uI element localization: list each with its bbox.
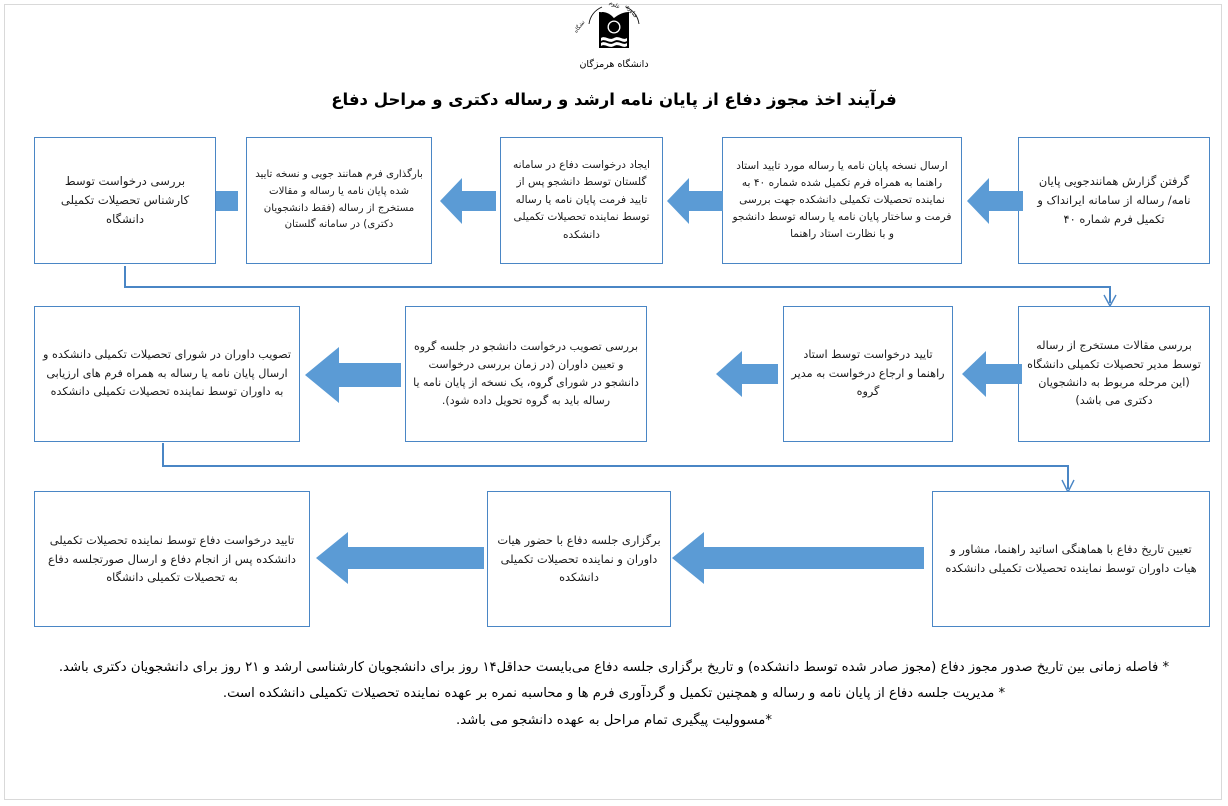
flow-node-step-9[interactable]: تصویب داوران در شورای تحصیلات تکمیلی دان… <box>34 306 300 442</box>
flow-node-text: بررسی مقالات مستخرج از رساله توسط مدیر ت… <box>1027 339 1201 408</box>
flow-node-step-3[interactable]: ایجاد درخواست دفاع در سامانه گلستان توسط… <box>500 137 663 264</box>
footnote-3: *مسوولیت پیگیری تمام مراحل به عهده دانشج… <box>456 712 772 728</box>
flow-node-step-4[interactable]: بارگذاری فرم همانند جویی و نسخه تایید شد… <box>246 137 432 264</box>
footnote-2: * مدیریت جلسه دفاع از پایان نامه و رساله… <box>222 686 1006 702</box>
flow-node-text: ارسال نسخه پایان نامه یا رساله مورد تایی… <box>732 159 952 241</box>
flow-node-text: بررسی درخواست توسط کارشناس تحصیلات تکمیل… <box>60 173 190 227</box>
footnote-1: * فاصله زمانی بین تاریخ صدور مجوز دفاع (… <box>58 660 1170 675</box>
svg-text:نشگاه: نشگاه <box>575 19 587 35</box>
flow-node-text: تصویب داوران در شورای تحصیلات تکمیلی دان… <box>43 348 291 399</box>
flow-node-step-2[interactable]: ارسال نسخه پایان نامه یا رساله مورد تایی… <box>722 137 962 264</box>
arrow-left-icon-5 <box>962 351 1022 397</box>
arrow-left-icon-9 <box>316 532 484 584</box>
flow-node-text: تعیین تاریخ دفاع با هماهنگی اساتید راهنم… <box>945 542 1197 575</box>
flow-node-step-6[interactable]: بررسی مقالات مستخرج از رساله توسط مدیر ت… <box>1018 306 1210 442</box>
page-title: فرآیند اخذ مجوز دفاع از پایان نامه ارشد … <box>331 90 897 109</box>
arrow-left-icon-7 <box>305 347 401 403</box>
arrow-left-icon-2 <box>667 178 723 224</box>
flow-node-text: برگزاری جلسه دفاع با حضور هیات داوران و … <box>497 532 661 585</box>
arrow-left-icon-3 <box>440 178 496 224</box>
flow-node-text: گرفتن گزارش همانندجویی پایان نامه/ رساله… <box>1037 174 1191 226</box>
logo-caption: دانشگاه هرمزگان <box>579 59 649 70</box>
flow-node-text: تایید درخواست دفاع توسط نماینده تحصیلات … <box>48 532 296 585</box>
flow-node-text: بارگذاری فرم همانند جویی و نسخه تایید شد… <box>255 168 423 231</box>
flow-node-step-10[interactable]: تعیین تاریخ دفاع با هماهنگی اساتید راهنم… <box>932 491 1210 627</box>
arrow-left-icon-1 <box>967 178 1023 224</box>
flow-node-step-1[interactable]: گرفتن گزارش همانندجویی پایان نامه/ رساله… <box>1018 137 1210 264</box>
flow-node-step-12[interactable]: تایید درخواست دفاع توسط نماینده تحصیلات … <box>34 491 310 627</box>
flow-node-text: ایجاد درخواست دفاع در سامانه گلستان توسط… <box>512 158 651 241</box>
footnotes: * فاصله زمانی بین تاریخ صدور مجوز دفاع (… <box>14 655 1214 734</box>
arrow-left-icon-8 <box>672 532 924 584</box>
flow-node-step-11[interactable]: برگزاری جلسه دفاع با حضور هیات داوران و … <box>487 491 671 627</box>
flow-node-step-7[interactable]: تایید درخواست توسط استاد راهنما و ارجاع … <box>783 306 953 442</box>
svg-text:علوم: علوم <box>608 2 621 11</box>
arrow-left-icon-6 <box>716 351 778 397</box>
flow-node-step-8[interactable]: بررسی تصویب درخواست دانشجو در جلسه گروه … <box>405 306 647 442</box>
university-logo: نشگاه علوم فناوری دانشگاه هرمزگان <box>548 2 680 80</box>
flow-node-step-5[interactable]: بررسی درخواست توسط کارشناس تحصیلات تکمیل… <box>34 137 216 264</box>
flow-node-text: بررسی تصویب درخواست دانشجو در جلسه گروه … <box>413 339 639 408</box>
page-border <box>4 4 1222 800</box>
university-book-emblem-icon: نشگاه علوم فناوری <box>575 2 653 58</box>
flow-node-text: تایید درخواست توسط استاد راهنما و ارجاع … <box>791 348 945 399</box>
